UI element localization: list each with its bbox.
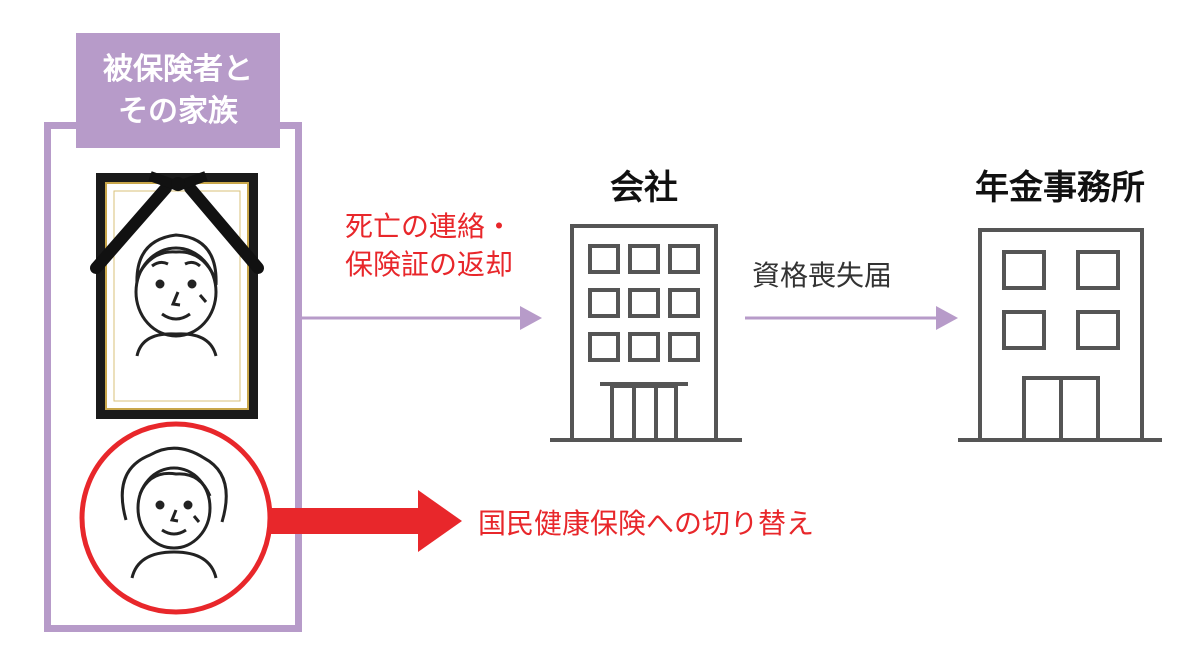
family-label-line1: 被保険者と [103, 51, 253, 87]
memorial-portrait-icon [90, 171, 264, 419]
arrow-health-insurance [270, 508, 420, 534]
to-office-label: 資格喪失届 [752, 259, 893, 292]
family-label: 被保険者と その家族 [76, 33, 280, 148]
pension-office-building-icon [958, 228, 1162, 442]
to-company-label-line1: 死亡の連絡・ [345, 210, 514, 243]
company-title: 会社 [610, 168, 678, 208]
family-label-line2: その家族 [118, 93, 238, 129]
health-insurance-label: 国民健康保険への切り替え [478, 507, 815, 540]
pension-office-title: 年金事務所 [975, 168, 1145, 208]
company-building-icon [550, 224, 742, 442]
to-company-label: 死亡の連絡・ 保険証の返却 [345, 208, 545, 284]
surviving-wife-icon [120, 446, 228, 579]
to-company-label-line2: 保険証の返却 [345, 248, 514, 281]
deceased-man-icon [134, 233, 218, 357]
